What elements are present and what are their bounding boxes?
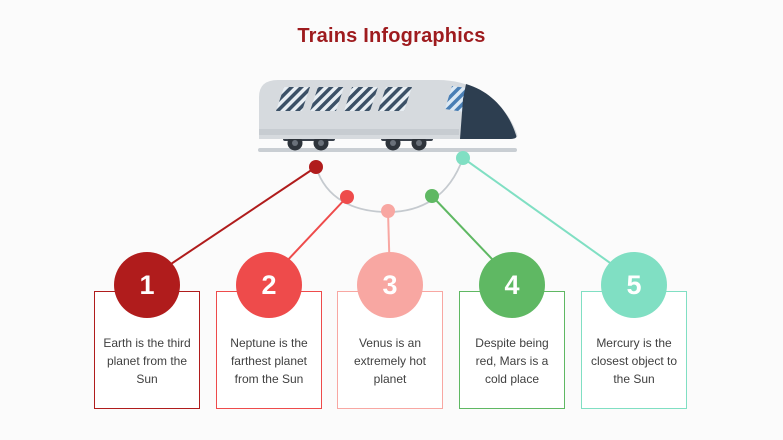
- connector-dot-2: [340, 190, 354, 204]
- step-circle-4: 4: [479, 252, 545, 318]
- connector-dot-1: [309, 160, 323, 174]
- connector-dot-4: [425, 189, 439, 203]
- step-number-5: 5: [626, 269, 642, 300]
- train-nose: [460, 84, 517, 139]
- step-number-2: 2: [261, 269, 277, 300]
- connector-lines: [146, 157, 635, 281]
- info-box-4: Despite being red, Mars is a cold place: [459, 291, 565, 409]
- info-text-1: Earth is the third planet from the Sun: [103, 336, 191, 386]
- connector-dot-3: [381, 204, 395, 218]
- info-text-5: Mercury is the closest object to the Sun: [590, 336, 678, 386]
- train-window: [344, 87, 378, 111]
- step-circle-2: 2: [236, 252, 302, 318]
- train-wheel-hub: [318, 140, 324, 146]
- train-wheel-hub: [416, 140, 422, 146]
- train-illustration: [258, 80, 518, 152]
- step-number-3: 3: [382, 269, 398, 300]
- connector-arc: [315, 157, 464, 213]
- info-text-4: Despite being red, Mars is a cold place: [475, 336, 549, 386]
- train-wheel-hub: [292, 140, 298, 146]
- connector-dots: [309, 151, 470, 218]
- info-text-2: Neptune is the farthest planet from the …: [230, 336, 308, 386]
- page-title: Trains Infographics: [297, 25, 486, 47]
- train-window: [310, 87, 344, 111]
- train-window: [378, 87, 412, 111]
- info-text-3: Venus is an extremely hot planet: [353, 336, 427, 386]
- train-window: [276, 87, 310, 111]
- step-circle-5: 5: [601, 252, 667, 318]
- train-wheel-hub: [390, 140, 396, 146]
- step-circle-1: 1: [114, 252, 180, 318]
- connector-line-1: [146, 166, 317, 281]
- connector-dot-5: [456, 151, 470, 165]
- train-underbody-stripe: [259, 129, 459, 135]
- connector-line-5: [462, 157, 635, 281]
- step-number-1: 1: [139, 269, 155, 300]
- step-circle-3: 3: [357, 252, 423, 318]
- step-number-4: 4: [504, 269, 520, 300]
